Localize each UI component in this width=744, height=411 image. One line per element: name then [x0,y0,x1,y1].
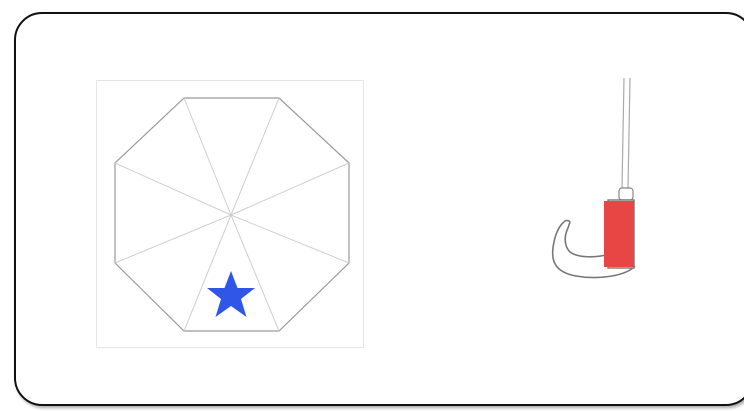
umbrella-shaft-line [622,78,624,188]
umbrella-hook-tip [564,221,570,223]
umbrella-top-view-panel [96,80,364,348]
umbrella-handle-side-view [540,70,660,300]
umbrella-hook-outline [565,222,610,257]
umbrella-shaft-line [628,78,630,188]
handle-red-band [604,201,634,267]
umbrella-collar [619,188,633,200]
umbrella-handle-drawing [540,70,660,300]
umbrella-top-view [97,81,363,347]
